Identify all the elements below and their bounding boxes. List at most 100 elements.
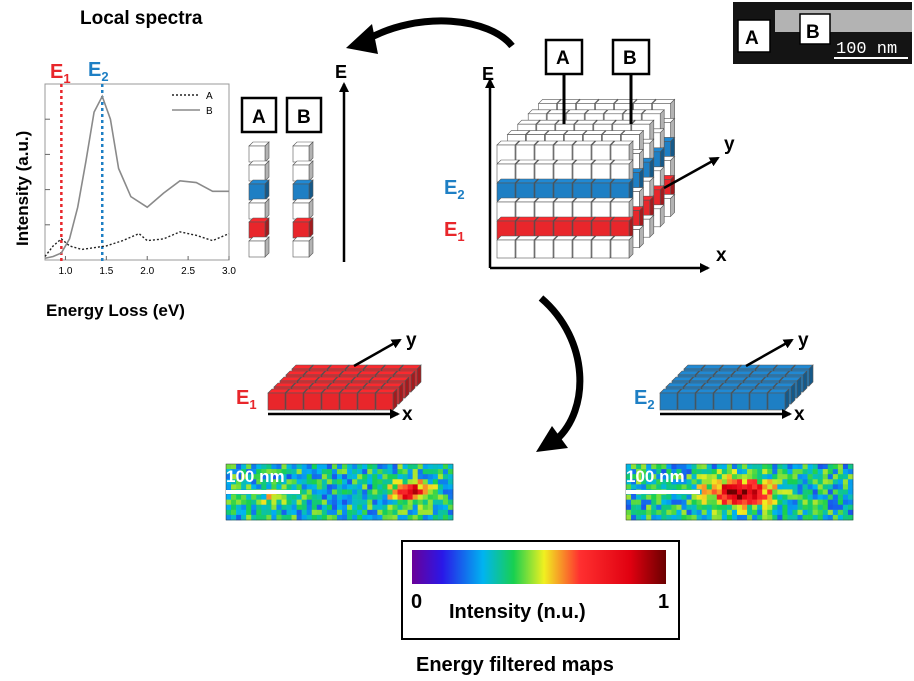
map-pixel	[442, 469, 449, 475]
map-pixel	[641, 479, 647, 485]
map-e2-scale-label: 100 nm	[626, 467, 685, 486]
map-pixel	[812, 464, 818, 470]
map-pixel	[706, 484, 713, 490]
map-pixel	[651, 504, 657, 511]
map-pixel	[676, 504, 682, 511]
map-pixel	[736, 504, 743, 511]
map-pixel	[742, 509, 748, 516]
map-pixel	[367, 494, 373, 500]
map-pixel	[822, 499, 829, 506]
map-pixel	[387, 504, 393, 511]
map-pixel	[701, 479, 708, 485]
map-pixel	[362, 469, 368, 475]
map-pixel	[412, 494, 418, 500]
map-pixel	[842, 504, 849, 511]
map-pixel	[706, 504, 713, 511]
series-line-a	[44, 231, 230, 257]
map-pixel	[787, 484, 793, 490]
map-pixel	[721, 514, 728, 521]
map-pixel	[782, 489, 788, 495]
map-pixel	[767, 484, 773, 490]
map-pixel	[236, 504, 242, 511]
map-pixel	[752, 494, 758, 500]
map-pixel	[772, 494, 778, 500]
column-voxel	[292, 179, 314, 201]
map-pixel	[331, 514, 338, 521]
map-pixel	[757, 479, 763, 485]
map-pixel	[782, 484, 788, 490]
map-pixel	[797, 469, 803, 475]
slice-e2-voxels	[659, 364, 814, 411]
map-pixel	[276, 464, 282, 470]
map-pixel	[681, 514, 687, 521]
map-pixel	[382, 484, 388, 490]
map-pixel	[827, 469, 834, 475]
map-pixel	[347, 499, 353, 506]
map-pixel	[311, 494, 318, 500]
map-pixel	[427, 474, 434, 480]
map-pixel	[736, 514, 743, 521]
map-pixel	[792, 489, 798, 495]
map-pixel	[286, 514, 292, 521]
map-pixel	[372, 469, 378, 475]
map-pixel	[226, 464, 232, 470]
map-pixel	[377, 464, 383, 470]
map-pixel	[226, 479, 232, 485]
map-pixel	[696, 474, 702, 480]
map-pixel	[706, 469, 713, 475]
map-pixel	[832, 474, 839, 480]
map-pixel	[296, 464, 302, 470]
map-pixel	[787, 514, 793, 521]
map-pixel	[301, 479, 308, 485]
map-pixel	[251, 514, 257, 521]
map-pixel	[357, 514, 363, 521]
map-pixel	[772, 509, 778, 516]
map-pixel	[636, 484, 642, 490]
map-pixel	[782, 474, 788, 480]
map-pixel	[412, 474, 418, 480]
map-pixel	[671, 484, 677, 490]
map-pixel	[837, 474, 844, 480]
map-pixel	[301, 504, 308, 511]
map-pixel	[231, 494, 237, 500]
x-tick-label: 3.0	[222, 266, 236, 277]
map-pixel	[837, 509, 844, 516]
map-pixel	[316, 504, 323, 511]
column-voxel	[248, 198, 270, 220]
map-pixel	[342, 469, 348, 475]
map-pixel	[752, 474, 758, 480]
map-pixel	[822, 484, 829, 490]
map-pixel	[251, 509, 257, 516]
map-pixel	[342, 514, 348, 521]
map-pixel	[347, 464, 353, 470]
map-pixel	[286, 484, 292, 490]
map-pixel	[231, 499, 237, 506]
map-pixel	[666, 474, 672, 480]
column-voxel	[292, 217, 314, 239]
slice-e2-label: E2	[634, 387, 655, 412]
y-axis-label: Intensity (a.u.)	[13, 131, 32, 246]
map-pixel	[762, 509, 768, 516]
map-pixel	[422, 474, 429, 480]
map-pixel	[397, 509, 403, 516]
map-pixel	[626, 469, 632, 475]
map-pixel	[367, 464, 373, 470]
map-pixel	[716, 484, 723, 490]
map-pixel	[747, 514, 753, 521]
map-pixel	[711, 494, 718, 500]
map-pixel	[747, 479, 753, 485]
map-pixel	[326, 494, 333, 500]
column-a-stack	[248, 141, 270, 258]
map-pixel	[731, 464, 738, 470]
map-pixel	[641, 464, 647, 470]
map-pixel	[437, 504, 444, 511]
map-pixel	[631, 484, 637, 490]
map-pixel	[817, 469, 824, 475]
map-pixel	[226, 514, 232, 521]
map-pixel	[636, 514, 642, 521]
map-pixel	[762, 514, 768, 521]
map-pixel	[306, 464, 313, 470]
map-pixel	[651, 484, 657, 490]
map-pixel	[656, 494, 662, 500]
map-pixel	[347, 479, 353, 485]
